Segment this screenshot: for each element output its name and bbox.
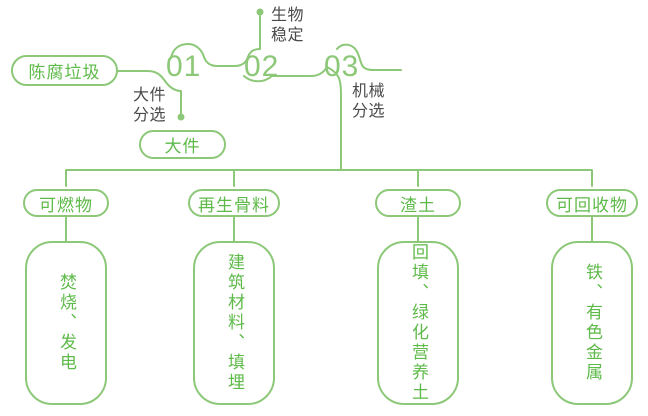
node-result-backfill: 回填、绿化营养土 xyxy=(377,241,459,405)
step-annotation-mechanical-sorting: 机械 分选 xyxy=(352,83,386,120)
step-number-1: 01 xyxy=(166,50,202,83)
line-step2-to-step3 xyxy=(243,66,342,171)
line-step1-to-step2 xyxy=(170,15,261,67)
line-step3-exit xyxy=(336,43,402,71)
step-annotation-bio-stabilization: 生物 稳定 xyxy=(271,7,305,44)
step-number-2: 02 xyxy=(244,50,280,83)
node-category-recycled-aggregate: 再生骨料 xyxy=(188,189,280,217)
node-result-building-materials: 建筑材料、填埋 xyxy=(193,241,275,405)
step-number-3: 03 xyxy=(324,50,360,83)
node-bulky-pill: 大件 xyxy=(139,130,226,159)
node-category-slag-soil: 渣土 xyxy=(375,189,461,217)
connector-dot-bio xyxy=(256,8,264,16)
node-result-metals: 铁、有色金属 xyxy=(551,241,633,405)
result-text: 建筑材料、填埋 xyxy=(225,253,244,393)
node-result-incineration: 焚烧、发电 xyxy=(25,241,107,405)
node-category-combustibles: 可燃物 xyxy=(23,189,109,217)
node-source-pill: 陈腐垃圾 xyxy=(11,55,118,86)
line-source-to-step1 xyxy=(116,70,182,114)
line-distribution-bar xyxy=(65,169,593,187)
connector-dot-bulky xyxy=(177,113,185,121)
step-annotation-bulky-sorting: 大件 分选 xyxy=(133,87,167,124)
line-category-to-result xyxy=(65,215,593,242)
result-text: 回填、绿化营养土 xyxy=(409,243,428,403)
result-text: 焚烧、发电 xyxy=(57,273,76,373)
node-category-recyclables: 可回收物 xyxy=(546,189,638,217)
result-text: 铁、有色金属 xyxy=(583,263,602,383)
